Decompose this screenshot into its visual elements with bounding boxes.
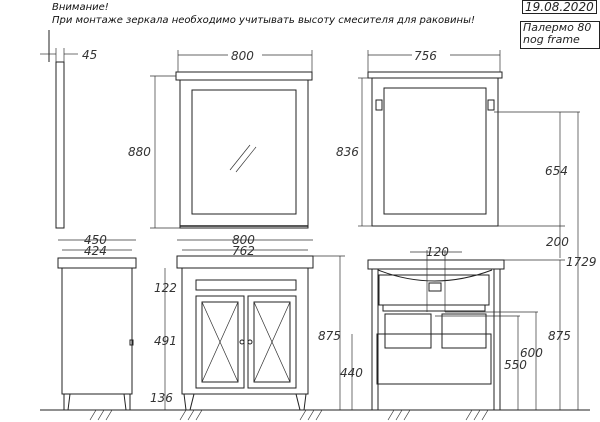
dim-cabinet-width: 800 [232, 233, 255, 247]
dim-mount-654: 654 [545, 164, 568, 178]
dim-cabinet-height-left: 875 [318, 329, 341, 343]
mirror-side-view: 45 [40, 30, 97, 229]
product-box: Палермо 80 nog frame [520, 21, 600, 49]
dim-door-491: 491 [154, 334, 177, 348]
cabinet-back-view: 120 600 550 875 [367, 245, 571, 410]
dim-cabinet-inner-width: 762 [232, 244, 255, 258]
date-box: 19.08.2020 [522, 0, 597, 14]
dim-height-600: 600 [520, 346, 543, 360]
dim-cabinet-depth: 450 [84, 233, 107, 247]
mirror-front-view: 800 880 [128, 49, 313, 229]
warning-text: При монтаже зеркала необходимо учитывать… [52, 15, 476, 26]
cabinet-side-view: 450 424 [57, 233, 137, 411]
product-variant: nog frame [523, 33, 580, 46]
dim-total-1729: 1729 [566, 255, 597, 269]
dim-cabinet-inner-depth: 424 [84, 244, 107, 258]
warning-title: Внимание! [52, 2, 109, 13]
dim-height-440: 440 [340, 366, 363, 380]
floor-line [40, 409, 590, 421]
dim-spacing-120: 120 [426, 245, 449, 259]
dim-mirror-width: 800 [231, 49, 254, 63]
dim-mirror-height: 880 [128, 145, 151, 159]
mirror-back-view: 756 836 654 200 1729 [336, 49, 597, 410]
dim-leg-136: 136 [150, 391, 173, 405]
dim-mirror-back-width: 756 [414, 49, 437, 63]
dim-drawer-122: 122 [154, 281, 177, 295]
dim-cabinet-height-right: 875 [548, 329, 571, 343]
cabinet-front-view: 800 762 122 491 136 875 440 [150, 233, 363, 411]
dim-mirror-depth: 45 [82, 48, 97, 62]
dim-height-550: 550 [504, 358, 527, 372]
product-name: Палермо 80 [523, 21, 592, 34]
dim-mirror-back-height: 836 [336, 145, 359, 159]
dim-gap-200: 200 [546, 235, 569, 249]
